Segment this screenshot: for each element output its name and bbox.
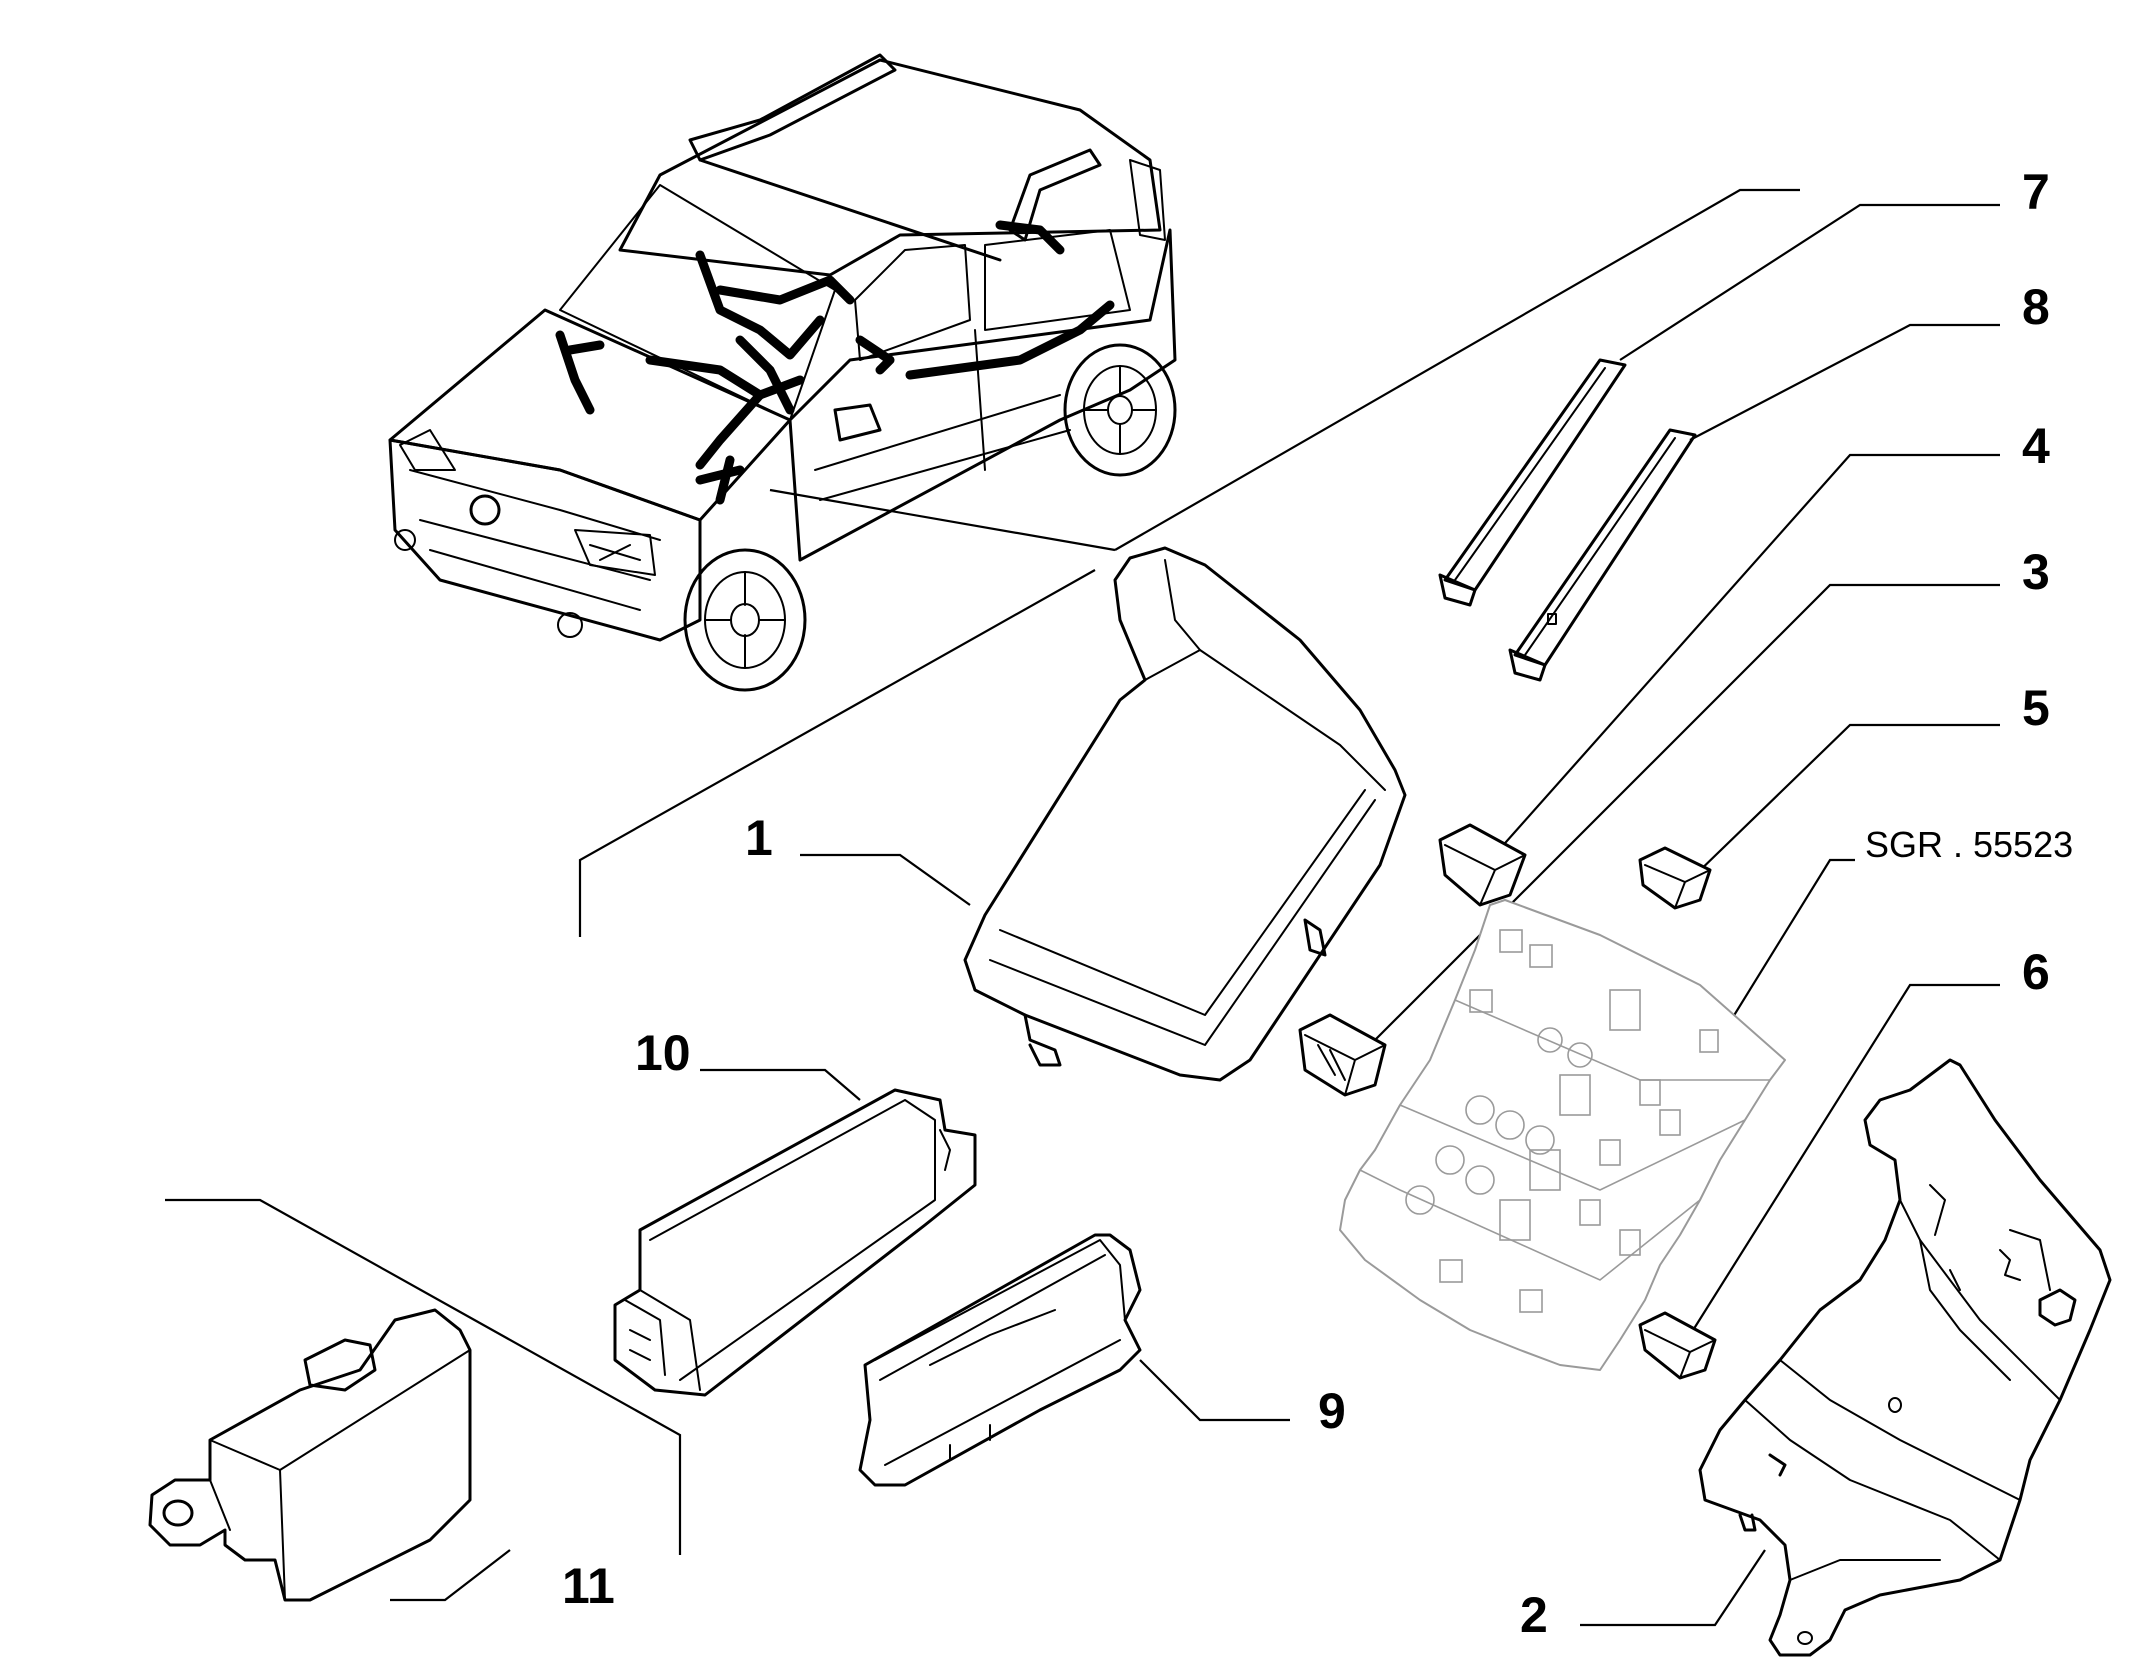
- part-8-strip: [1508, 428, 1697, 682]
- callout-8: 8: [2022, 279, 2050, 335]
- part-10-control-unit: [613, 1088, 977, 1397]
- part-1-fuse-box: [963, 546, 1407, 1082]
- callout-11: 11: [562, 1558, 615, 1614]
- part-2-bracket: [1698, 1058, 2112, 1657]
- callout-6: 6: [2022, 944, 2050, 1000]
- callout-3: 3: [2022, 544, 2050, 600]
- leader-lines: [165, 188, 2000, 1627]
- callout-2: 2: [1520, 1587, 1548, 1643]
- callout-9: 9: [1318, 1383, 1346, 1439]
- reference-code: SGR . 55523: [1865, 824, 2073, 865]
- callout-7: 7: [2022, 164, 2050, 220]
- callout-5: 5: [2022, 680, 2050, 736]
- part-5-relay: [1638, 846, 1712, 910]
- front-wheel: [683, 548, 807, 692]
- part-4-relay: [1438, 823, 1527, 907]
- part-11-unit: [148, 1308, 472, 1602]
- vehicle-illustration: [388, 53, 1177, 692]
- part-7-strip: [1438, 358, 1627, 607]
- part-3-relay: [1298, 1013, 1387, 1097]
- wiring-harness: [555, 220, 1115, 505]
- rear-wheel: [1063, 343, 1177, 477]
- callout-1: 1: [745, 810, 773, 866]
- callout-10: 10: [635, 1025, 691, 1081]
- fuse-box-ghost: [1339, 899, 1786, 1371]
- callout-4: 4: [2022, 418, 2050, 474]
- part-6-relay: [1638, 1311, 1717, 1380]
- callout-labels: 7 8 4 3 5 SGR . 55523 6 1 10 9 11 2: [562, 164, 2073, 1643]
- part-9-module: [858, 1233, 1142, 1487]
